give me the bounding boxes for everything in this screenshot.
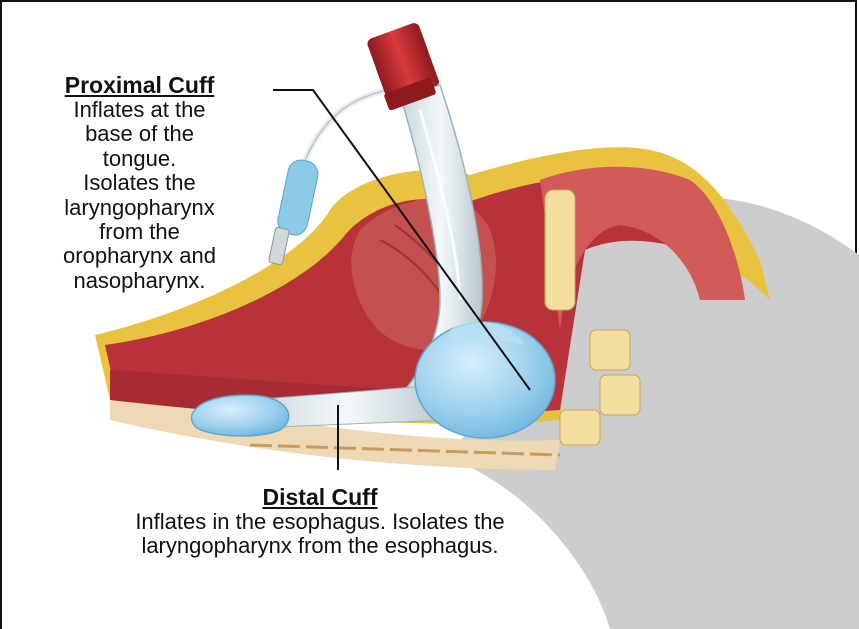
distal-cuff-title: Distal Cuff [40, 484, 600, 510]
proximal-cuff-description: Inflates at the base of the tongue. Isol… [12, 98, 267, 293]
distal-cuff-label: Distal Cuff Inflates in the esophagus. I… [40, 484, 600, 559]
pilot-balloon [275, 158, 320, 238]
distal-cuff-description: Inflates in the esophagus. Isolates the … [40, 510, 600, 559]
proximal-cuff-label: Proximal Cuff Inflates at the base of th… [12, 72, 267, 293]
distal-cuff [191, 395, 288, 436]
proximal-cuff-title: Proximal Cuff [12, 72, 267, 98]
